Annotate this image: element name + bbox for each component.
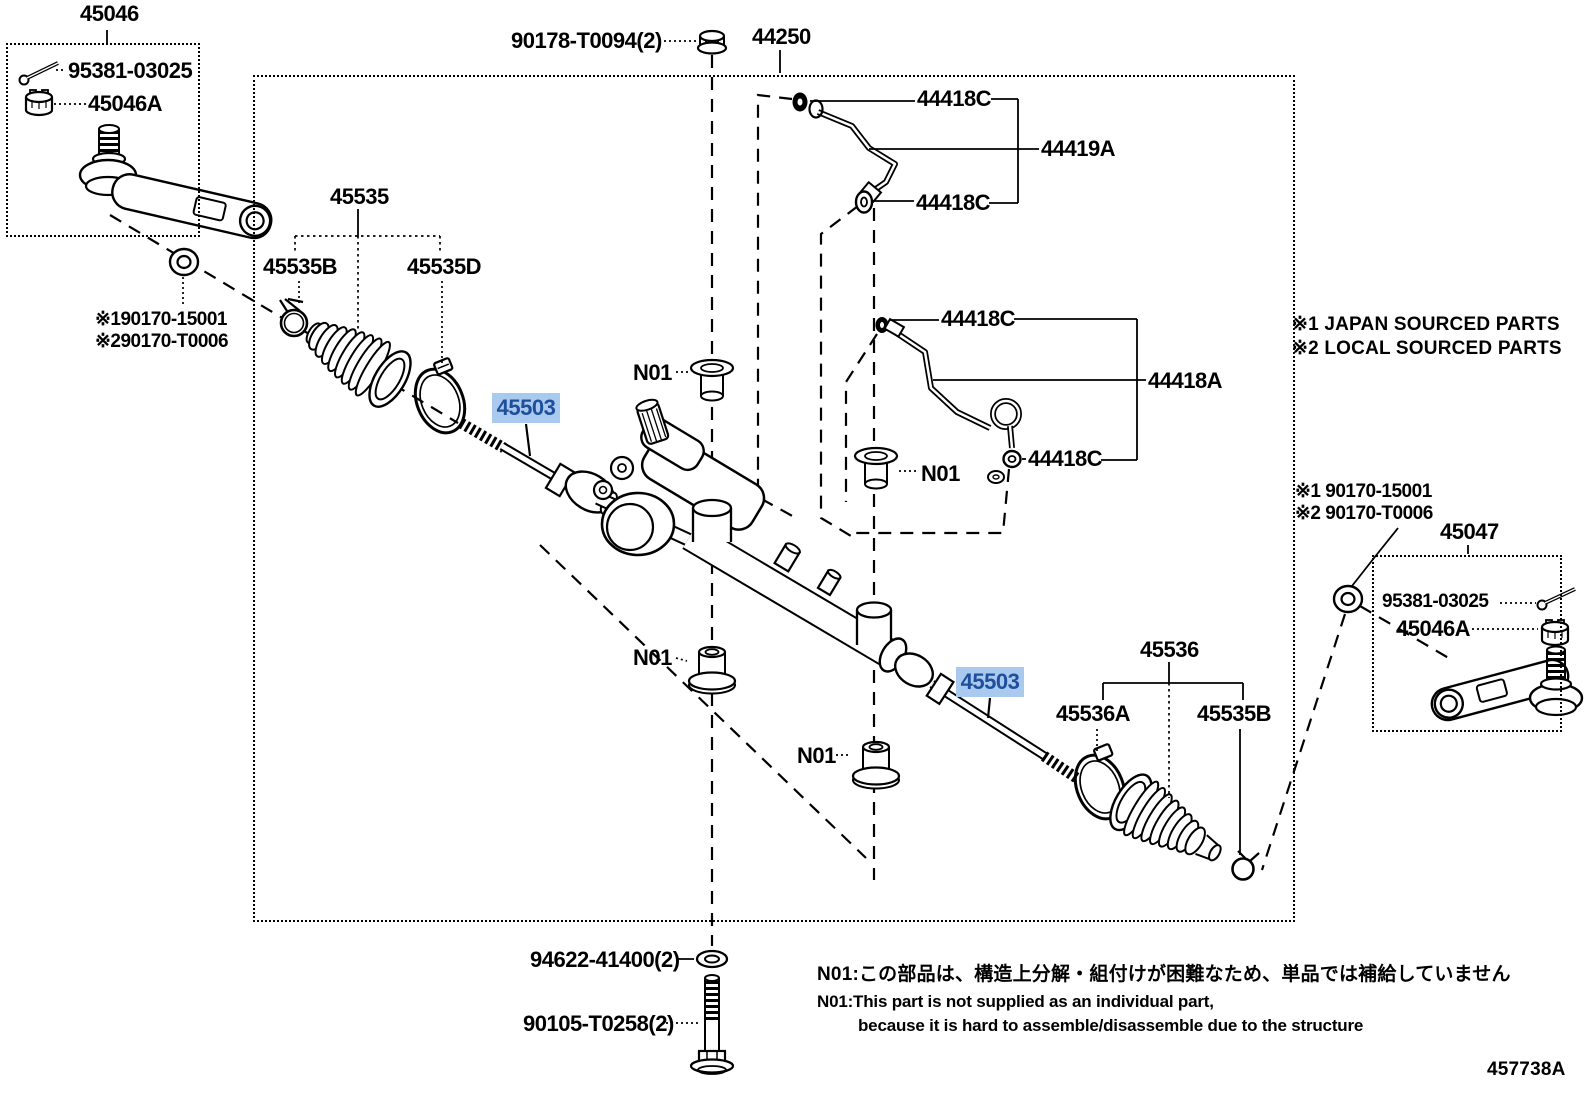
port-boss-1 — [773, 542, 802, 573]
boot-bellows-right — [1109, 773, 1222, 862]
grommet-upper-right — [853, 446, 899, 490]
part-label-44418c-3[interactable]: 44418C — [941, 306, 1016, 331]
part-label-95381-right[interactable]: 95381-03025 — [1382, 591, 1489, 612]
washer-bolt-art — [689, 949, 735, 1075]
part-label-44418c-4[interactable]: 44418C — [1028, 446, 1103, 471]
part-label-44250[interactable]: 44250 — [752, 24, 811, 49]
grommet-lower-left — [687, 645, 737, 695]
inner-tie-rod-right-art — [925, 672, 1082, 784]
part-label-45535[interactable]: 45535 — [330, 184, 389, 209]
part-label-45503-right-highlighted[interactable]: 45503 — [956, 667, 1024, 697]
boot-bellows-left — [305, 321, 412, 408]
part-label-45536[interactable]: 45536 — [1140, 637, 1199, 662]
boot-left-art — [279, 297, 467, 435]
grommet-lower-right — [851, 740, 901, 790]
note-japan-sourced: ※1 JAPAN SOURCED PARTS — [1292, 314, 1560, 335]
part-label-45046a-right[interactable]: 45046A — [1396, 616, 1471, 641]
leader-lines — [106, 30, 1469, 960]
part-label-45046[interactable]: 45046 — [80, 1, 139, 26]
mount-boss-right — [855, 601, 893, 645]
tube-lower — [875, 317, 1022, 484]
part-label-45047[interactable]: 45047 — [1440, 519, 1499, 544]
part-label-44418c-1[interactable]: 44418C — [917, 86, 992, 111]
part-label-90170-right-1[interactable]: ※1 90170-15001 — [1295, 481, 1432, 502]
pressure-tubes-art — [792, 92, 1022, 484]
washer-icon — [695, 949, 729, 969]
boot-clamp-large-left — [413, 357, 467, 435]
assembly-box-45047 — [1372, 555, 1562, 732]
part-label-45046a-left[interactable]: 45046A — [88, 91, 163, 116]
grommet-upper-left — [689, 358, 735, 402]
part-label-44418a[interactable]: 44418A — [1148, 368, 1223, 393]
lock-nut-left-icon — [168, 247, 200, 277]
part-label-45536a[interactable]: 45536A — [1056, 701, 1131, 726]
part-label-44418c-2[interactable]: 44418C — [916, 190, 991, 215]
castle-nut-icon — [24, 89, 54, 117]
part-label-45535b-left[interactable]: 45535B — [263, 254, 338, 279]
part-label-95381-left[interactable]: 95381-03025 — [68, 58, 193, 83]
part-label-90105[interactable]: 90105-T0258(2) — [523, 1011, 674, 1036]
tie-rod-end-left-art — [18, 61, 273, 240]
part-label-45535b-right[interactable]: 45535B — [1197, 701, 1272, 726]
part-label-94622[interactable]: 94622-41400(2) — [530, 947, 680, 972]
callout-n01-1[interactable]: N01 — [633, 360, 672, 385]
footnote-n01-japanese: N01:この部品は、構造上分解・組付けが困難なため、単品では補給していません — [817, 964, 1511, 985]
part-label-44419a[interactable]: 44419A — [1041, 136, 1116, 161]
mount-grommets-art — [687, 358, 901, 790]
part-label-90178[interactable]: 90178-T0094(2) — [511, 28, 662, 53]
boot-clamp-small-left — [279, 297, 309, 338]
dotted-leaders — [54, 40, 1538, 1024]
diagram-code: 457738A — [1487, 1059, 1566, 1080]
footnote-n01-english-1: N01:This part is not supplied as an indi… — [817, 992, 1214, 1011]
callout-n01-4[interactable]: N01 — [797, 743, 836, 768]
part-label-90170-right-2[interactable]: ※2 90170-T0006 — [1295, 503, 1433, 524]
boot-right-art — [1073, 743, 1260, 881]
rack-assembly-art — [592, 398, 935, 688]
part-label-90170-left-2[interactable]: ※290170-T0006 — [95, 331, 229, 352]
part-label-45535d[interactable]: 45535D — [407, 254, 482, 279]
callout-n01-3[interactable]: N01 — [633, 645, 672, 670]
flange-nut-icon — [696, 29, 728, 55]
cotter-pin-icon — [26, 62, 59, 79]
tie-rod-end-right-drawing — [1430, 645, 1584, 722]
tie-rod-end-drawing — [78, 124, 273, 240]
note-local-sourced: ※2 LOCAL SOURCED PARTS — [1292, 338, 1562, 359]
mount-boss-left — [691, 498, 733, 542]
part-label-45503-left-highlighted[interactable]: 45503 — [492, 393, 560, 423]
dotted-brackets — [294, 235, 1170, 798]
callout-n01-2[interactable]: N01 — [921, 461, 960, 486]
assembly-box-45046 — [6, 43, 200, 237]
lock-nut-right-icon — [1332, 584, 1364, 614]
footnote-n01-english-2: because it is hard to assemble/disassemb… — [858, 1016, 1364, 1035]
bolt-icon — [689, 974, 735, 1075]
port-boss-2 — [816, 568, 842, 597]
part-label-90170-left-1[interactable]: ※190170-15001 — [95, 309, 227, 330]
pinion-shaft — [635, 398, 670, 445]
assembly-box-44250 — [253, 75, 1295, 922]
